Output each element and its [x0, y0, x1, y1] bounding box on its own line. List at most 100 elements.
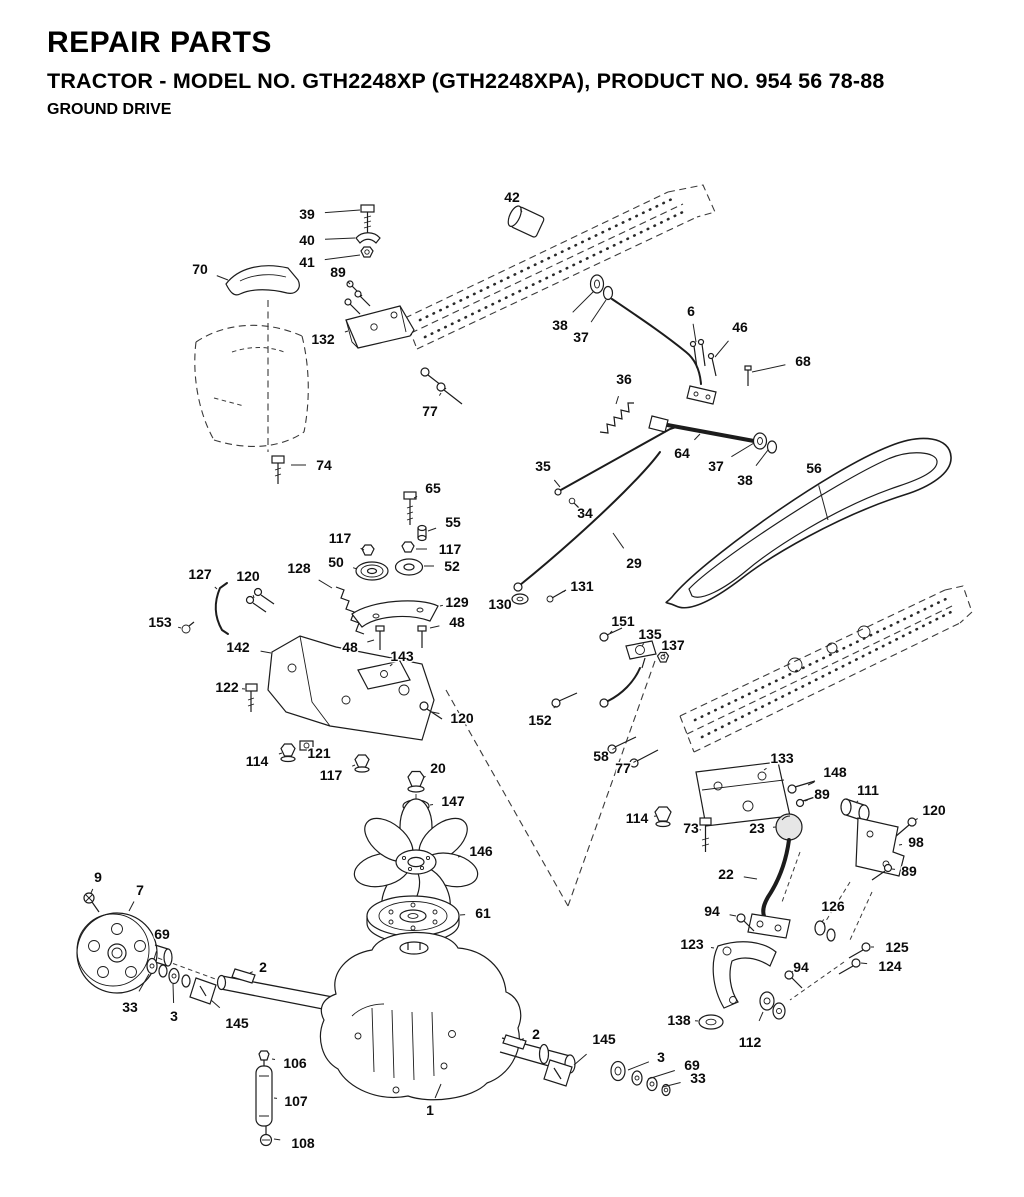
part-label-7: 7 [136, 882, 144, 898]
part-label-20: 20 [430, 760, 446, 776]
leader-line-112 [758, 1011, 764, 1022]
leader-line-117 [352, 764, 356, 767]
part-label-9: 9 [94, 869, 102, 885]
leader-line-89 [347, 281, 351, 285]
leader-line-73 [697, 828, 702, 831]
part-label-70: 70 [192, 261, 208, 277]
leader-line-120 [914, 818, 918, 821]
part-label-37: 37 [708, 458, 724, 474]
shaft-64 [648, 415, 778, 454]
part-label-2: 2 [259, 959, 267, 975]
bolt-120-lower [419, 701, 443, 720]
part-label-36: 36 [616, 371, 632, 387]
bolt-46 [707, 352, 717, 377]
bolt-124 [838, 958, 861, 975]
part-label-33: 33 [690, 1070, 706, 1086]
part-label-153: 153 [148, 614, 172, 630]
part-label-125: 125 [885, 939, 909, 955]
leader-line-89 [804, 799, 808, 802]
spacer-55 [417, 524, 427, 542]
leader-line-48 [367, 639, 375, 643]
part-label-50: 50 [328, 554, 344, 570]
leader-line-142 [260, 650, 272, 654]
hood-outline [194, 324, 309, 447]
page-title: REPAIR PARTS [47, 26, 272, 59]
leader-line-120 [431, 711, 440, 714]
leader-line-77 [438, 392, 442, 396]
nut-114-left [280, 743, 296, 763]
keeper-145-left [189, 977, 217, 1005]
hub-7 [76, 912, 173, 994]
part-label-65: 65 [425, 480, 441, 496]
leader-line-33 [138, 973, 150, 992]
part-label-40: 40 [299, 232, 315, 248]
bolt-108 [259, 1126, 273, 1147]
leader-line-48 [429, 625, 440, 629]
bolt-94b [784, 970, 803, 989]
rod-35 [554, 426, 677, 496]
part-label-46: 46 [732, 319, 748, 335]
part-label-42: 42 [504, 189, 520, 205]
washers-126 [814, 920, 836, 942]
part-label-35: 35 [535, 458, 551, 474]
part-label-33: 33 [122, 999, 138, 1015]
leader-line-6 [692, 323, 697, 343]
bolt-94a [736, 913, 755, 932]
part-label-37: 37 [573, 329, 589, 345]
part-label-107: 107 [284, 1093, 308, 1109]
screw-9 [83, 892, 100, 913]
bolts-6 [689, 338, 706, 369]
leader-line-35 [553, 479, 561, 488]
leader-line-127 [214, 586, 218, 590]
part-label-120: 120 [922, 802, 946, 818]
part-label-77: 77 [615, 760, 631, 776]
leader-line-50 [352, 567, 358, 570]
leader-line-46 [714, 340, 729, 358]
part-label-129: 129 [445, 594, 469, 610]
part-label-146: 146 [469, 843, 493, 859]
bolts-48 [375, 625, 427, 650]
bolt-151 [599, 627, 623, 642]
part-label-114: 114 [246, 753, 269, 769]
part-label-23: 23 [749, 820, 765, 836]
leader-line-120 [252, 594, 255, 599]
part-label-6: 6 [687, 303, 695, 319]
part-label-56: 56 [806, 460, 822, 476]
leader-line-70 [216, 275, 229, 281]
nut-106 [258, 1050, 270, 1066]
part-label-68: 68 [795, 353, 811, 369]
part-label-98: 98 [908, 834, 924, 850]
leader-line-130 [509, 599, 514, 602]
leader-line-77 [633, 760, 637, 763]
leader-line-41 [324, 254, 361, 261]
shift-knob-23 [775, 813, 803, 841]
steering-shaft [611, 298, 717, 405]
transaxle-1 [216, 931, 576, 1101]
bolt-89-right [795, 795, 819, 808]
pulley-61 [366, 895, 460, 944]
part-label-132: 132 [311, 331, 335, 347]
part-label-138: 138 [667, 1012, 691, 1028]
part-label-77: 77 [422, 403, 438, 419]
leader-line-64 [694, 433, 701, 441]
part-label-38: 38 [737, 472, 753, 488]
leader-line-3 [172, 983, 175, 1004]
part-label-48: 48 [342, 639, 358, 655]
leader-line-145 [210, 999, 221, 1009]
washer-130 [511, 593, 529, 605]
section-line: GROUND DRIVE [47, 101, 172, 118]
part-label-34: 34 [577, 505, 593, 521]
link-rod [599, 667, 641, 708]
rod-127 [214, 582, 229, 635]
leader-line-153 [177, 626, 182, 629]
part-label-111: 111 [857, 782, 879, 798]
leader-line-58 [612, 747, 616, 750]
clamp-40 [355, 232, 381, 244]
frame-rail-right [679, 585, 973, 753]
part-label-106: 106 [283, 1055, 307, 1071]
leader-line-151 [609, 630, 613, 634]
shift-lever-22 [747, 838, 791, 939]
leader-line-68 [751, 364, 786, 373]
leader-line-128 [318, 579, 333, 589]
leader-line-94 [729, 914, 737, 917]
